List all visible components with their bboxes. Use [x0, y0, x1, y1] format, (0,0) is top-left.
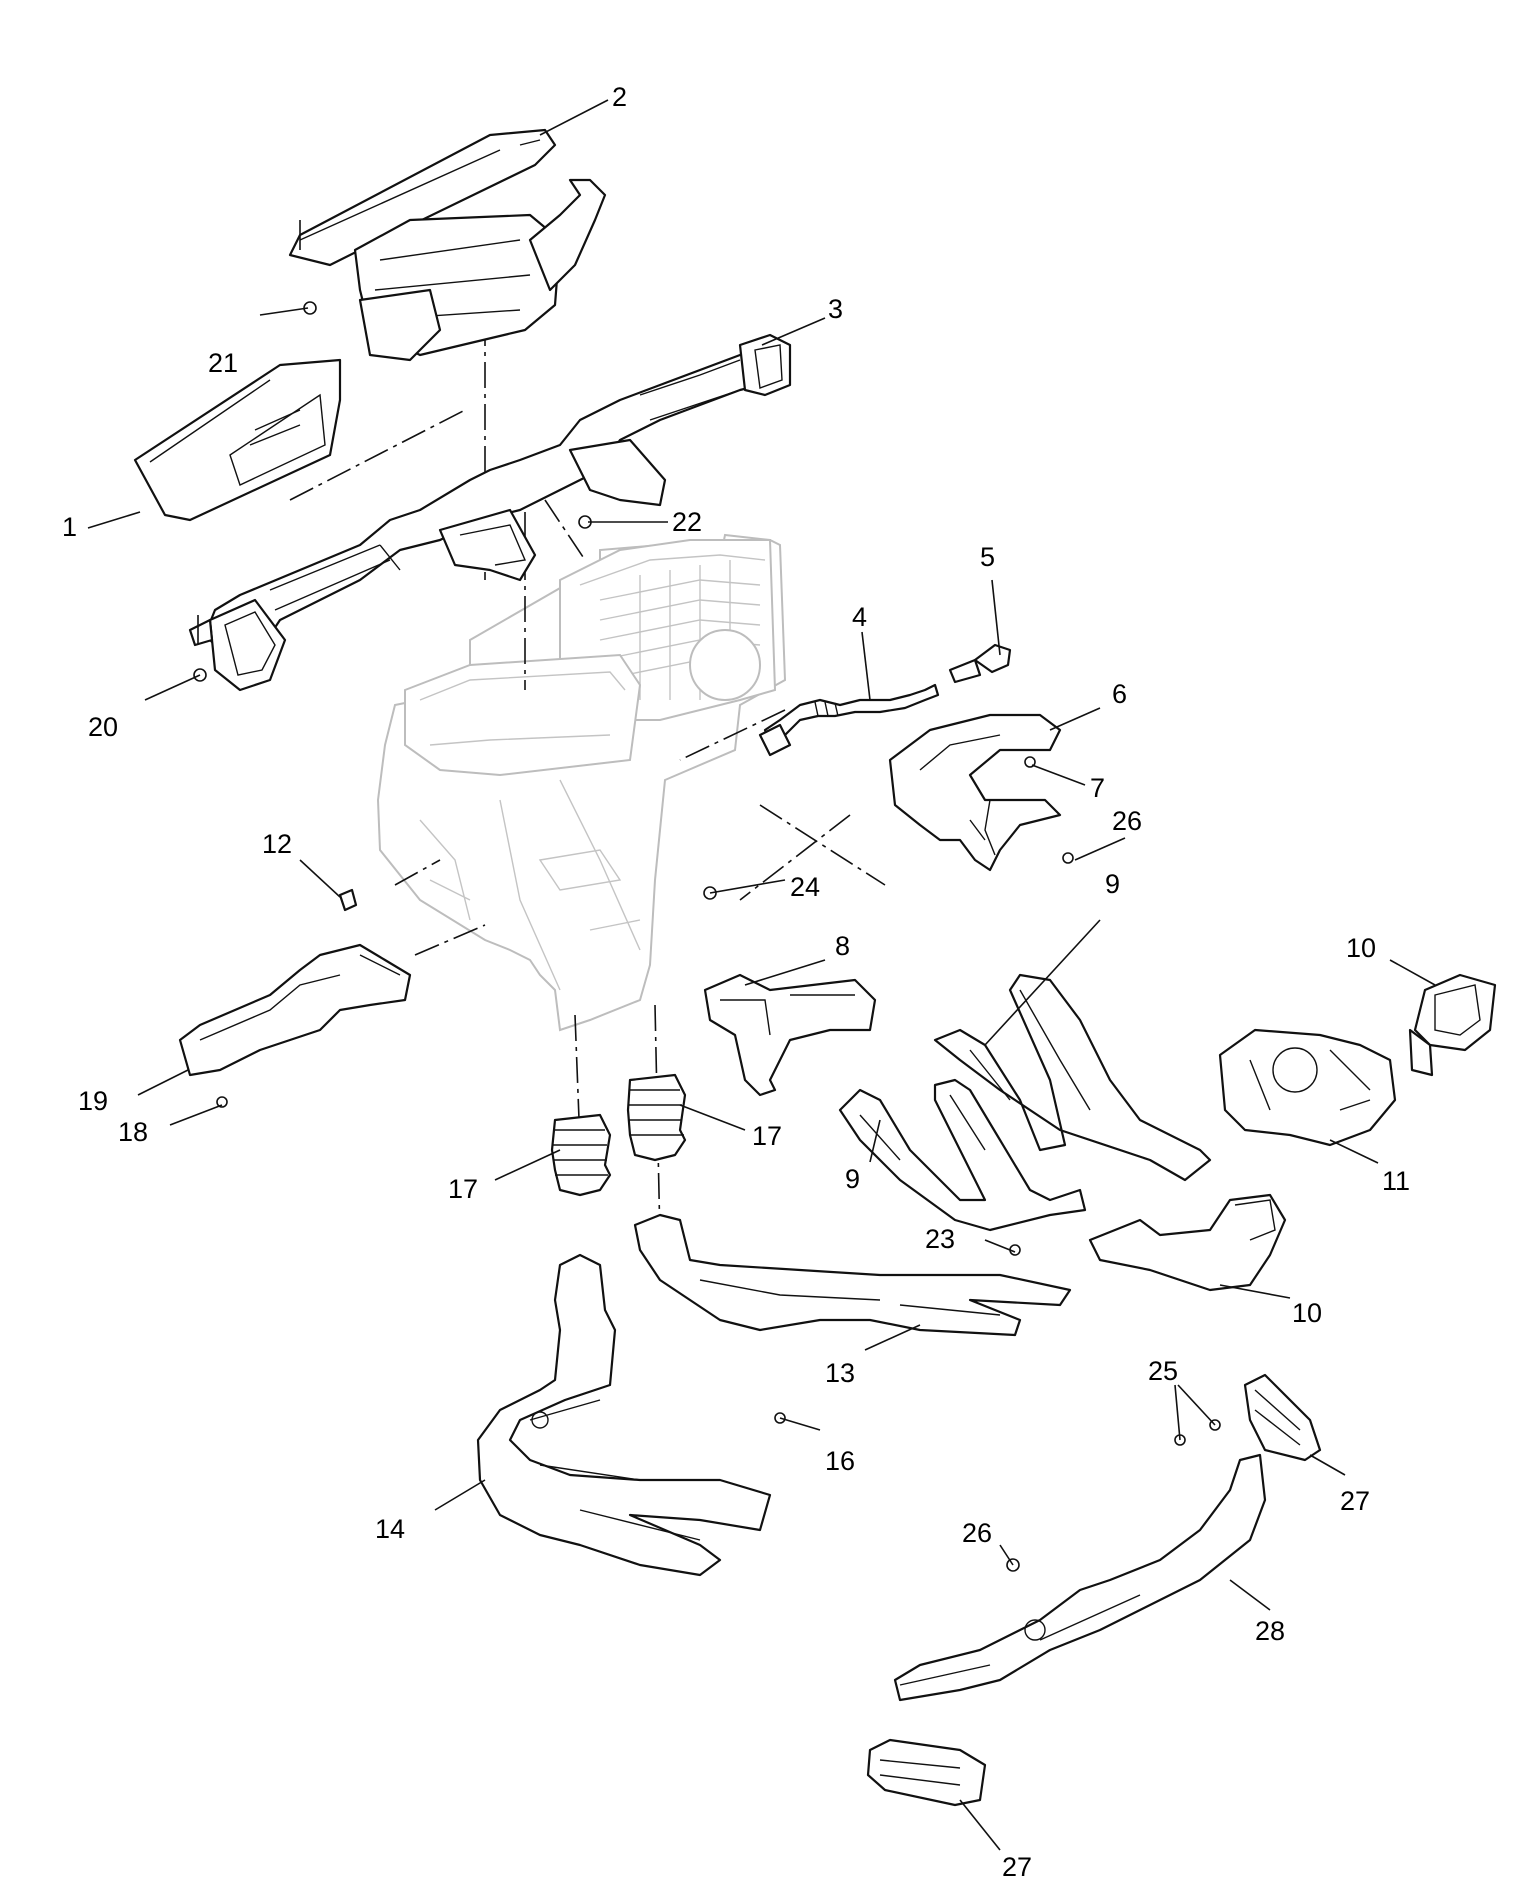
- defrost-duct-part-2: [288, 128, 607, 362]
- outlet-part-10-upper: [1408, 973, 1497, 1077]
- callout-9-upper: 9: [1105, 869, 1120, 899]
- callout-20: 20: [88, 712, 118, 742]
- callout-19: 19: [78, 1086, 108, 1116]
- callout-7: 7: [1090, 773, 1105, 803]
- callout-14: 14: [375, 1514, 405, 1544]
- callout-24: 24: [790, 872, 820, 902]
- callout-12: 12: [262, 829, 292, 859]
- callout-2: 2: [612, 82, 627, 112]
- callout-21: 21: [208, 348, 238, 378]
- actuator-part-11: [1218, 1028, 1397, 1147]
- callout-25: 25: [1148, 1356, 1178, 1386]
- screw-26a: [1062, 852, 1074, 864]
- floor-duct-part-6: [888, 713, 1062, 872]
- grille-part-27-upper: [1243, 1373, 1322, 1462]
- console-duct-adapter-part-8: [703, 973, 877, 1097]
- callout-8: 8: [835, 931, 850, 961]
- rear-y-duct-part-9-upper: [933, 973, 1212, 1182]
- bellows-part-17-right: [626, 1073, 687, 1162]
- callout-10-upper: 10: [1346, 933, 1376, 963]
- leader-lines: [87, 99, 1436, 1851]
- left-floor-duct-part-19: [178, 943, 412, 1077]
- callout-18: 18: [118, 1117, 148, 1147]
- callout-10-lower: 10: [1292, 1298, 1322, 1328]
- callout-17-right: 17: [752, 1121, 782, 1151]
- rear-y-duct-part-9-lower: [838, 1078, 1087, 1232]
- callout-17-left: 17: [448, 1174, 478, 1204]
- callout-11: 11: [1382, 1166, 1410, 1196]
- aspirator-hose-part-4: [758, 683, 940, 757]
- callout-9-lower: 9: [845, 1164, 860, 1194]
- callout-23: 23: [925, 1224, 955, 1254]
- screw-18: [216, 1096, 228, 1108]
- callout-1: 1: [62, 512, 77, 542]
- sensor-part-5: [948, 643, 1012, 684]
- callout-27-upper: 27: [1340, 1486, 1370, 1516]
- outlet-part-10-lower: [1088, 1193, 1287, 1292]
- rear-duct-part-28: [893, 1453, 1267, 1702]
- callout-26-upper: 26: [1112, 806, 1142, 836]
- callout-27-lower: 27: [1002, 1852, 1032, 1882]
- bellows-part-17-left: [550, 1113, 612, 1197]
- hvac-housing: [376, 533, 787, 1032]
- instrument-panel-duct-part-3: [188, 333, 792, 692]
- callout-13: 13: [825, 1358, 855, 1388]
- fasteners: [193, 301, 1221, 1572]
- callout-3: 3: [828, 294, 843, 324]
- callout-4: 4: [852, 602, 867, 632]
- callout-6: 6: [1112, 679, 1127, 709]
- center-vent-part-1: [133, 358, 342, 522]
- callout-5: 5: [980, 542, 995, 572]
- callout-28: 28: [1255, 1616, 1285, 1646]
- callout-22: 22: [672, 507, 702, 537]
- grille-part-27-lower: [866, 1738, 987, 1807]
- callout-26-lower: 26: [962, 1518, 992, 1548]
- clip-part-12: [338, 888, 358, 912]
- callout-labels: 2 3 1 21 22 4 5 6 7 26 20 12 24 9 8 10 1…: [62, 82, 1410, 1882]
- rear-floor-duct-part-14: [476, 1253, 772, 1577]
- callout-16: 16: [825, 1446, 855, 1476]
- center-floor-duct-part-13: [633, 1213, 1072, 1337]
